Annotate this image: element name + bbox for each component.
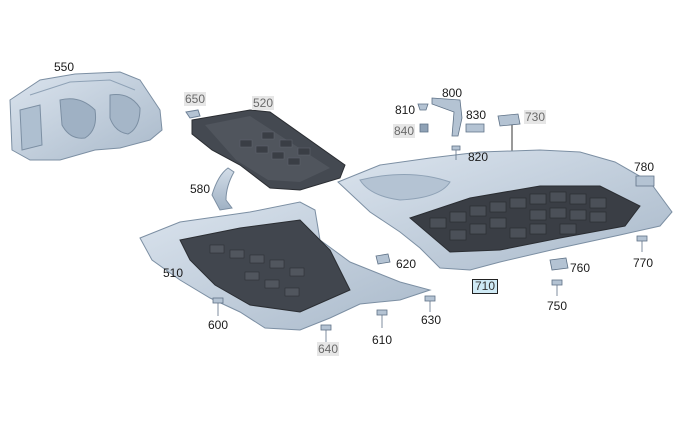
callout-620: 620 bbox=[396, 257, 417, 271]
part-650-clip bbox=[185, 109, 201, 119]
callout-610: 610 bbox=[372, 333, 393, 347]
callout-640: 640 bbox=[317, 342, 340, 356]
part-580-bracket bbox=[211, 167, 235, 211]
callout-830: 830 bbox=[466, 108, 487, 122]
part-510-panel bbox=[139, 201, 432, 331]
callout-580: 580 bbox=[190, 182, 211, 196]
callout-510: 510 bbox=[163, 266, 184, 280]
callout-520: 520 bbox=[252, 96, 275, 110]
callout-820: 820 bbox=[468, 150, 489, 164]
part-550-shell bbox=[9, 71, 163, 161]
callout-760: 760 bbox=[570, 261, 591, 275]
part-520-panel bbox=[191, 109, 346, 191]
callout-800: 800 bbox=[442, 86, 463, 100]
callout-600: 600 bbox=[208, 318, 229, 332]
part-710-panel bbox=[337, 149, 673, 271]
callout-840: 840 bbox=[393, 124, 416, 138]
callout-550: 550 bbox=[54, 60, 75, 74]
callout-810: 810 bbox=[395, 103, 416, 117]
callout-630: 630 bbox=[421, 313, 442, 327]
callout-770: 770 bbox=[633, 256, 654, 270]
callout-650: 650 bbox=[184, 92, 207, 106]
callout-780: 780 bbox=[634, 160, 655, 174]
hardware bbox=[212, 97, 655, 342]
callout-730: 730 bbox=[524, 110, 547, 124]
callout-710: 710 bbox=[472, 279, 499, 294]
callout-750: 750 bbox=[547, 299, 568, 313]
